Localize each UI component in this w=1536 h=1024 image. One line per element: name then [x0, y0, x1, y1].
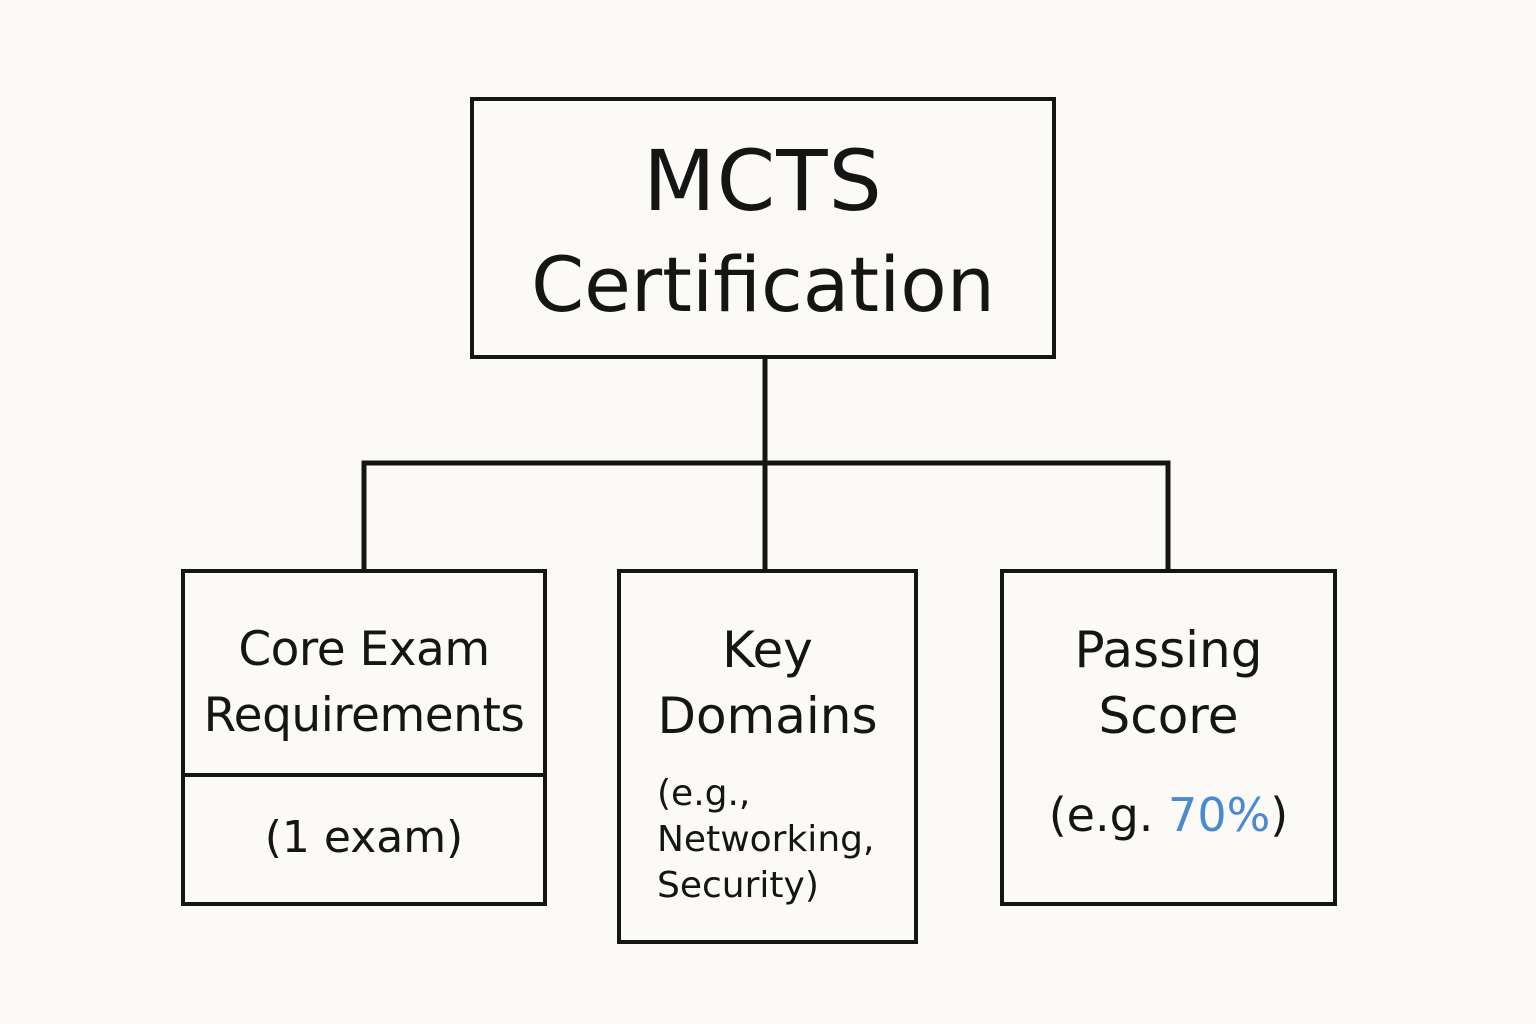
key-domains-title-line-2: Domains [657, 687, 878, 745]
passing-score-value: 70% [1168, 788, 1271, 842]
core-exam-title: Core Exam Requirements [185, 617, 543, 749]
key-domains-detail-line-3: Security) [657, 865, 819, 906]
child-node-key-domains: Key Domains (e.g., Networking, Security) [617, 569, 918, 944]
root-title-line-1: MCTS [643, 132, 883, 230]
core-exam-detail: (1 exam) [264, 812, 464, 863]
key-domains-detail-line-1: (e.g., [657, 773, 751, 814]
passing-score-detail-suffix: ) [1270, 788, 1289, 842]
key-domains-detail: (e.g., Networking, Security) [657, 771, 874, 909]
passing-score-title: Passing Score [1004, 617, 1333, 749]
passing-score-detail: (e.g. 70%) [1004, 785, 1333, 845]
passing-score-title-line-1: Passing [1074, 621, 1263, 679]
root-node-mcts-certification: MCTS Certification [470, 97, 1056, 359]
child-node-passing-score: Passing Score (e.g. 70%) [1000, 569, 1337, 906]
core-exam-title-line-1: Core Exam [238, 622, 490, 677]
core-exam-divider [185, 773, 543, 777]
passing-score-title-line-2: Score [1098, 687, 1239, 745]
key-domains-title-line-1: Key [722, 621, 813, 679]
child-node-core-exam-requirements: Core Exam Requirements (1 exam) [181, 569, 547, 906]
core-exam-title-line-2: Requirements [203, 688, 525, 743]
passing-score-detail-prefix: (e.g. [1048, 788, 1169, 842]
root-title-line-2: Certification [531, 240, 995, 329]
key-domains-detail-line-2: Networking, [657, 819, 875, 860]
key-domains-title: Key Domains [621, 617, 914, 749]
